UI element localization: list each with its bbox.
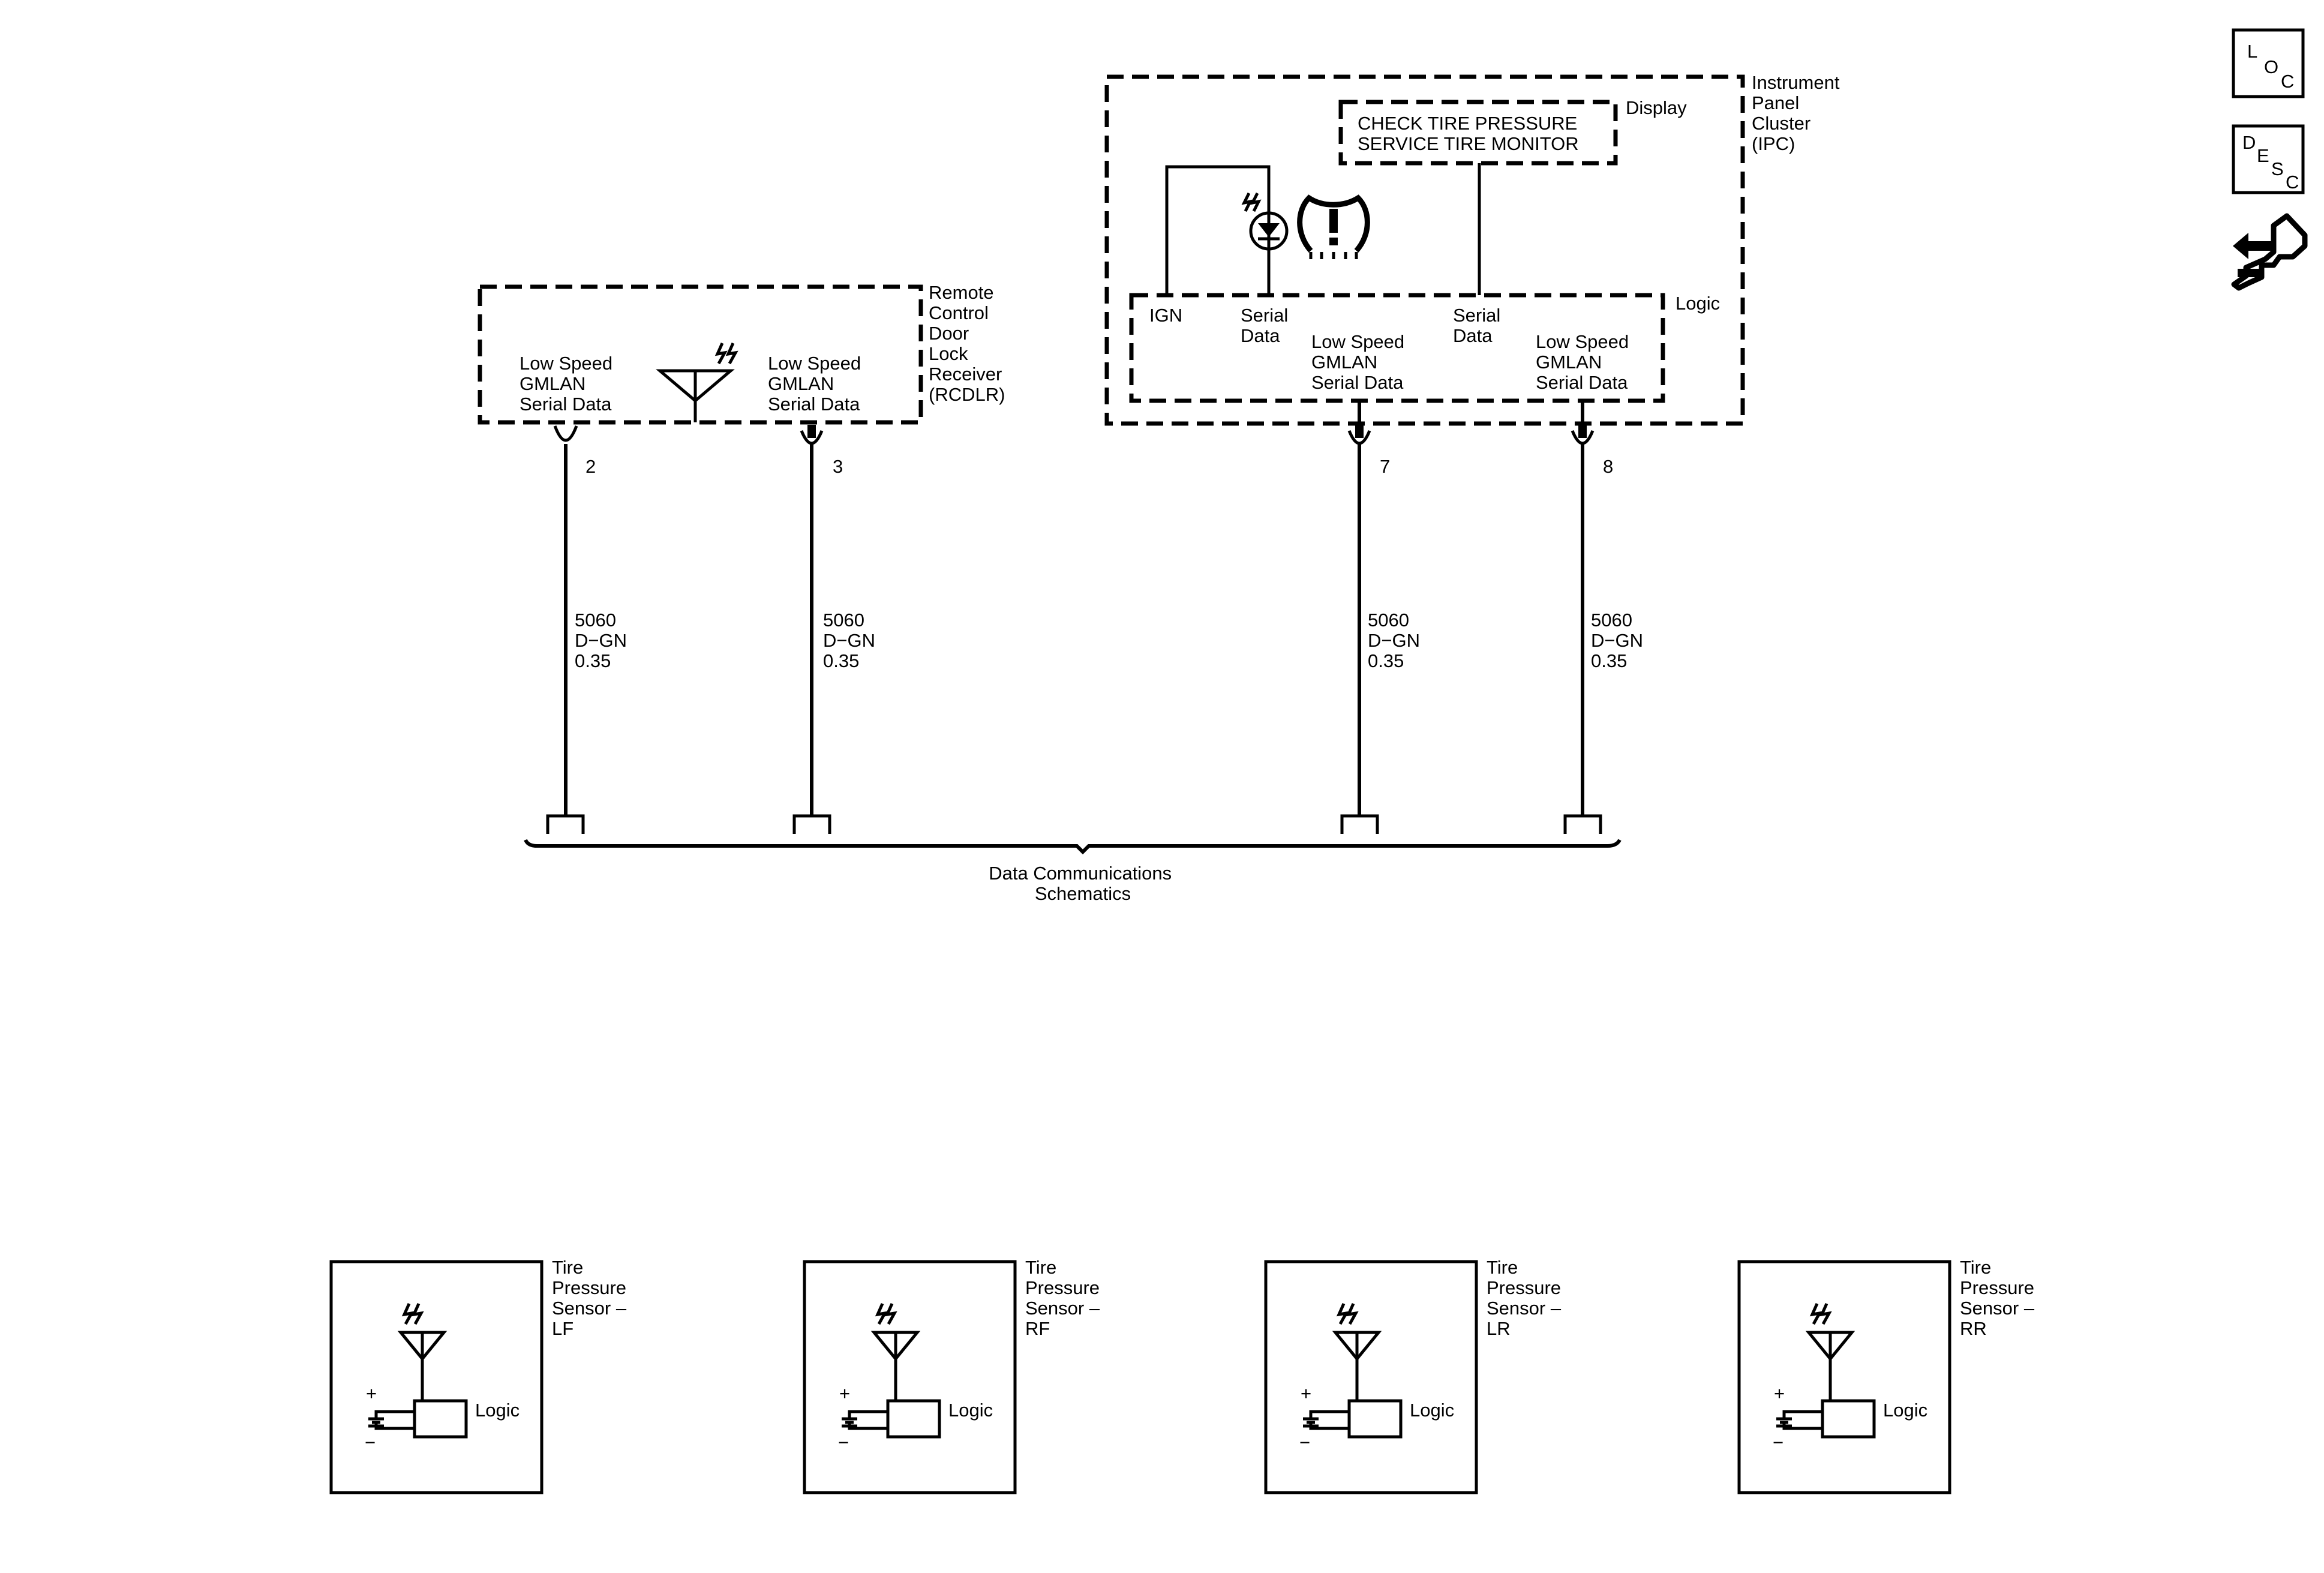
rcdlr-module: Remote Control Door Lock Receiver (RCDLR… [478, 282, 1007, 425]
data-bus-brace: Data Communications Schematics [524, 839, 1622, 904]
loc-letter: L [2247, 41, 2257, 62]
wire-pin-8: 8 5060 D−GN 0.35 [1563, 401, 1649, 834]
antenna-icon [1805, 1302, 1855, 1401]
sensor-label: Tire Pressure Sensor – RR [1960, 1257, 2040, 1339]
antenna-icon [1332, 1302, 1382, 1401]
ipc-module: Instrument Panel Cluster (IPC) Display C… [1104, 72, 1845, 426]
battery-plus: + [1301, 1383, 1311, 1404]
sensor-logic-label: Logic [1410, 1400, 1454, 1421]
battery-minus: − [1299, 1432, 1310, 1453]
ipc-serial-data-1-label: Serial Data [1241, 305, 1293, 346]
sensor-logic-box [886, 1399, 941, 1439]
pin-number: 2 [585, 456, 596, 477]
pin-number: 7 [1380, 456, 1390, 477]
bus-connector [792, 814, 831, 834]
ipc-gmlan-left-label: Low Speed GMLAN Serial Data [1311, 331, 1410, 393]
wire-spec: 5060 D−GN 0.35 [1368, 610, 1425, 671]
sensor-box [329, 1260, 544, 1494]
battery-minus: − [838, 1432, 849, 1453]
sensor-logic-box [1821, 1399, 1876, 1439]
sensor-box [1737, 1260, 1951, 1494]
ipc-indicator-wire [1165, 165, 1271, 295]
female-terminal-icon [553, 425, 578, 442]
battery-minus: − [1773, 1432, 1783, 1453]
ipc-dashed-box [1104, 74, 1745, 426]
tire-pressure-sensor-lr: Tire Pressure Sensor – LR Logic + − [1264, 1257, 1566, 1494]
pin-number: 8 [1603, 456, 1613, 477]
antenna-icon [656, 342, 738, 422]
sensor-logic-label: Logic [1883, 1400, 1927, 1421]
wire-spec: 5060 D−GN 0.35 [823, 610, 881, 671]
sensor-logic-label: Logic [475, 1400, 520, 1421]
sensor-logic-box [413, 1399, 468, 1439]
tire-pressure-sensor-rf: Tire Pressure Sensor – RF Logic + − [803, 1257, 1105, 1494]
wire-spec: 5060 D−GN 0.35 [1591, 610, 1649, 671]
male-terminal-icon [1578, 425, 1587, 438]
male-terminal-icon [1355, 425, 1364, 438]
tire-pressure-sensor-rr: Tire Pressure Sensor – RR Logic + − [1737, 1257, 2040, 1494]
antenna-icon [397, 1302, 448, 1401]
rcdlr-pin-right-label: Low Speed GMLAN Serial Data [768, 353, 866, 415]
ipc-gmlan-right-label: Low Speed GMLAN Serial Data [1536, 331, 1634, 393]
wire-pin-3: 3 5060 D−GN 0.35 [792, 425, 881, 834]
battery-plus: + [839, 1383, 850, 1404]
desc-letter: C [2286, 172, 2299, 193]
wire-pin-7: 7 5060 D−GN 0.35 [1340, 401, 1425, 834]
loc-letter: C [2281, 71, 2294, 92]
tire-pressure-sensor-lf: Tire Pressure Sensor – LF Logic + − [329, 1257, 632, 1494]
antenna-icon [870, 1302, 921, 1401]
battery-plus: + [366, 1383, 377, 1404]
rcdlr-pin-left-label: Low Speed GMLAN Serial Data [520, 353, 618, 415]
desc-button[interactable]: D E S C [2232, 124, 2305, 194]
ipc-ign-label: IGN [1149, 305, 1182, 326]
loc-letter: O [2264, 56, 2278, 77]
pin-number: 3 [833, 456, 843, 477]
desc-letter: S [2271, 158, 2284, 179]
rcdlr-dashed-box [478, 284, 923, 425]
battery-icon [1303, 1410, 1349, 1430]
sensor-logic-label: Logic [948, 1400, 993, 1421]
connector-hand-icon[interactable] [2231, 213, 2308, 291]
battery-icon [1776, 1410, 1822, 1430]
ipc-display-box [1338, 100, 1618, 166]
battery-plus: + [1774, 1383, 1785, 1404]
desc-letter: E [2257, 145, 2269, 166]
sensor-label: Tire Pressure Sensor – RF [1025, 1257, 1105, 1339]
sensor-box [803, 1260, 1017, 1494]
battery-minus: − [365, 1432, 376, 1453]
ipc-label: Instrument Panel Cluster (IPC) [1752, 72, 1845, 154]
led-indicator-icon [1241, 192, 1289, 251]
bus-connector [546, 814, 585, 834]
ipc-logic-label: Logic [1676, 293, 1720, 314]
tire-pressure-warning-icon [1297, 194, 1370, 259]
ipc-display-label: Display [1626, 97, 1687, 118]
sensor-label: Tire Pressure Sensor – LF [552, 1257, 632, 1339]
rcdlr-label: Remote Control Door Lock Receiver (RCDLR… [929, 282, 1007, 405]
desc-letter: D [2242, 132, 2256, 153]
ipc-logic-box [1129, 293, 1665, 403]
wire-pin-2: 2 5060 D−GN 0.35 [546, 425, 632, 834]
battery-icon [842, 1410, 888, 1430]
sensor-label: Tire Pressure Sensor – LR [1487, 1257, 1566, 1339]
ipc-serial-data-2-label: Serial Data [1453, 305, 1506, 346]
wire-spec: 5060 D−GN 0.35 [575, 610, 632, 671]
bus-label: Data Communications Schematics [989, 863, 1177, 904]
sensor-box [1264, 1260, 1478, 1494]
loc-button[interactable]: L O C [2232, 28, 2305, 98]
ipc-display-text: CHECK TIRE PRESSURE SERVICE TIRE MONITOR [1358, 113, 1583, 154]
sensor-logic-box [1347, 1399, 1403, 1439]
male-terminal-icon [807, 425, 816, 438]
bus-connector [1563, 814, 1602, 834]
battery-icon [368, 1410, 415, 1430]
bus-connector [1340, 814, 1379, 834]
